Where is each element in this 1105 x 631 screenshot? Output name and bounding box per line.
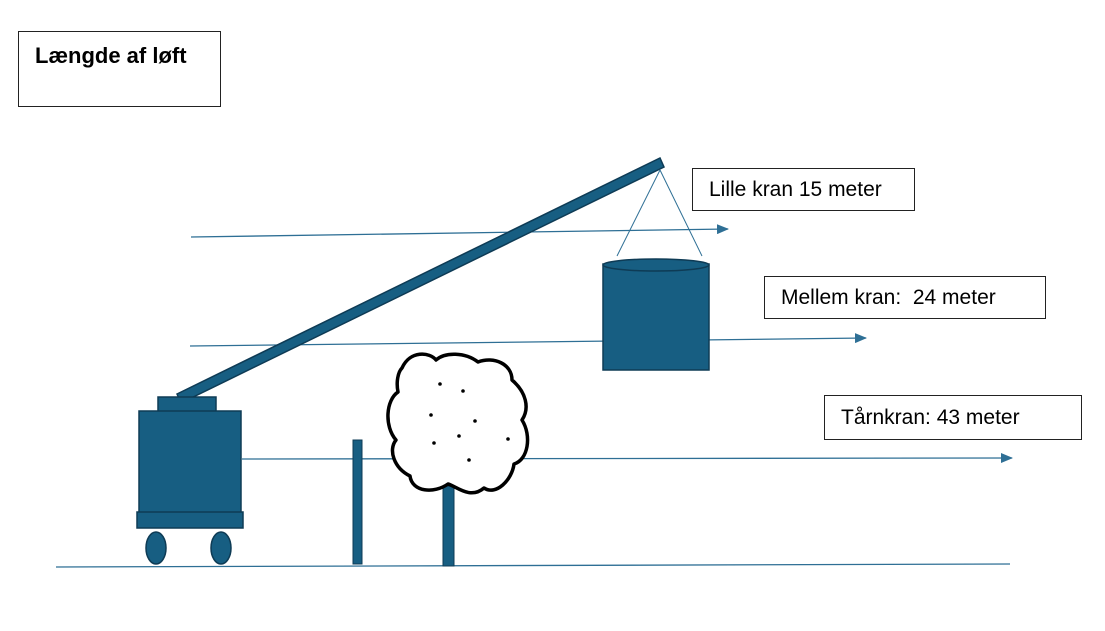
tree-crown bbox=[386, 352, 530, 495]
fence-post-icon bbox=[352, 439, 363, 565]
crane-body bbox=[138, 410, 242, 514]
title-box: Længde af løft bbox=[18, 31, 221, 107]
arrow-small-crane bbox=[190, 224, 729, 238]
label-medium-crane: Mellem kran: 24 meter bbox=[764, 276, 1046, 319]
tree-icon bbox=[386, 352, 530, 567]
crane-wheel-right bbox=[210, 531, 232, 565]
arrow-tower-crane bbox=[241, 453, 1013, 464]
load-cable-right bbox=[659, 169, 703, 257]
crane-wheel-left bbox=[145, 531, 167, 565]
diagram-title: Længde af løft bbox=[35, 43, 187, 68]
crane-cab bbox=[157, 396, 217, 413]
mobile-crane-icon bbox=[136, 396, 244, 565]
label-medium-crane-text: Mellem kran: 24 meter bbox=[781, 285, 996, 309]
tree-trunk bbox=[442, 485, 455, 567]
load-cable-left bbox=[616, 169, 661, 257]
ground-line bbox=[55, 563, 1011, 568]
label-small-crane: Lille kran 15 meter bbox=[692, 168, 915, 211]
tree-dots bbox=[429, 382, 510, 462]
crane-chassis bbox=[136, 511, 244, 529]
label-tower-crane-text: Tårnkran: 43 meter bbox=[841, 405, 1020, 429]
bucket-load-icon bbox=[602, 258, 710, 371]
label-tower-crane: Tårnkran: 43 meter bbox=[824, 395, 1082, 440]
label-small-crane-text: Lille kran 15 meter bbox=[709, 177, 882, 201]
arrow-medium-crane bbox=[189, 333, 867, 347]
